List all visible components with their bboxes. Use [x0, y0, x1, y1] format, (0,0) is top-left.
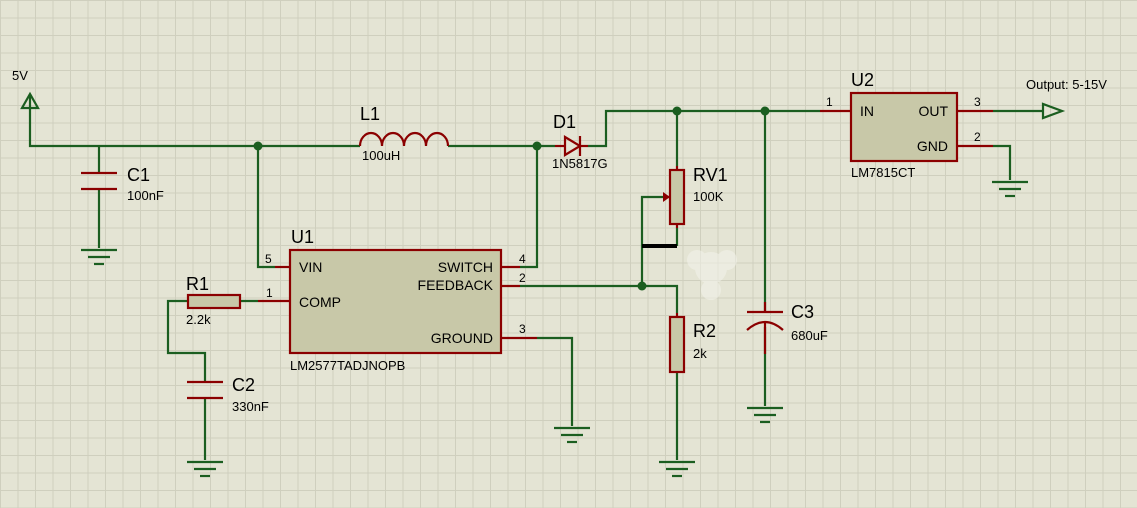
u1-pin-feedback-label: FEEDBACK: [418, 277, 494, 293]
u1-pin-switch-label: SWITCH: [438, 259, 493, 275]
potentiometer-rv1[interactable]: RV1 100K: [663, 165, 728, 228]
junction-dot: [532, 141, 542, 151]
u1-pin-number: 1: [266, 286, 273, 300]
c2-ref: C2: [232, 375, 255, 395]
u2-pin-out-label: OUT: [918, 103, 948, 119]
ground-symbol: [81, 248, 117, 266]
hover-highlight: [687, 250, 737, 300]
u1-ref: U1: [291, 227, 314, 247]
u1-pin-number: 2: [519, 271, 526, 285]
l1-ref: L1: [360, 104, 380, 124]
output-label: Output: 5-15V: [1026, 77, 1107, 92]
junction-dot: [253, 141, 263, 151]
capacitor-c1[interactable]: C1 100nF: [81, 165, 164, 203]
r2-ref: R2: [693, 321, 716, 341]
u1-pin-ground-label: GROUND: [431, 330, 493, 346]
l1-value: 100uH: [362, 148, 400, 163]
c1-value: 100nF: [127, 188, 164, 203]
capacitor-c3[interactable]: C3 680uF: [746, 302, 828, 354]
u2-pin-number: 1: [826, 95, 833, 109]
power-label: 5V: [12, 68, 28, 83]
junction-dot: [637, 281, 647, 291]
ground-symbol: [187, 460, 223, 478]
inductor-l1[interactable]: L1 100uH: [358, 104, 450, 163]
ground-symbol: [659, 460, 695, 478]
resistor-r2[interactable]: R2 2k: [668, 313, 716, 374]
ic-u1[interactable]: VIN COMP SWITCH FEEDBACK GROUND 5 1 4 2 …: [258, 227, 537, 373]
junction-dot: [672, 106, 682, 116]
resistor-r1[interactable]: R1 2.2k: [186, 274, 242, 327]
regulator-u2[interactable]: IN OUT GND 1 3 2 U2 LM7815CT: [820, 70, 993, 180]
u1-pin-vin-label: VIN: [299, 259, 322, 275]
rv1-ref: RV1: [693, 165, 728, 185]
capacitor-c2[interactable]: C2 330nF: [187, 375, 269, 414]
c3-value: 680uF: [791, 328, 828, 343]
u1-pin-number: 4: [519, 252, 526, 266]
ground-symbol: [747, 406, 783, 424]
r1-ref: R1: [186, 274, 209, 294]
junction-dot: [760, 106, 770, 116]
u1-part: LM2577TADJNOPB: [290, 358, 405, 373]
junctions: [253, 106, 770, 291]
u1-pin-number: 3: [519, 322, 526, 336]
u1-pin-number: 5: [265, 252, 272, 266]
power-terminal-5v[interactable]: 5V: [12, 68, 40, 110]
output-arrow-icon: [1041, 102, 1066, 120]
u2-pin-number: 2: [974, 130, 981, 144]
d1-ref: D1: [553, 112, 576, 132]
u2-pin-number: 3: [974, 95, 981, 109]
diode-triangle-icon: [563, 135, 583, 157]
output-terminal[interactable]: Output: 5-15V: [1026, 77, 1107, 120]
u1-pin-comp-label: COMP: [299, 294, 341, 310]
ground-symbol: [992, 180, 1028, 198]
c2-value: 330nF: [232, 399, 269, 414]
c3-ref: C3: [791, 302, 814, 322]
u2-ref: U2: [851, 70, 874, 90]
u2-pin-in-label: IN: [860, 103, 874, 119]
u2-part: LM7815CT: [851, 165, 915, 180]
d1-value: 1N5817G: [552, 156, 608, 171]
ground-symbol: [554, 426, 590, 444]
diode-d1[interactable]: D1 1N5817G: [552, 112, 608, 171]
rv1-value: 100K: [693, 189, 724, 204]
r2-value: 2k: [693, 346, 707, 361]
u2-pin-gnd-label: GND: [917, 138, 948, 154]
r1-value: 2.2k: [186, 312, 211, 327]
c1-ref: C1: [127, 165, 150, 185]
wires: [28, 108, 1043, 460]
wiper-arrow-icon: [663, 192, 670, 202]
